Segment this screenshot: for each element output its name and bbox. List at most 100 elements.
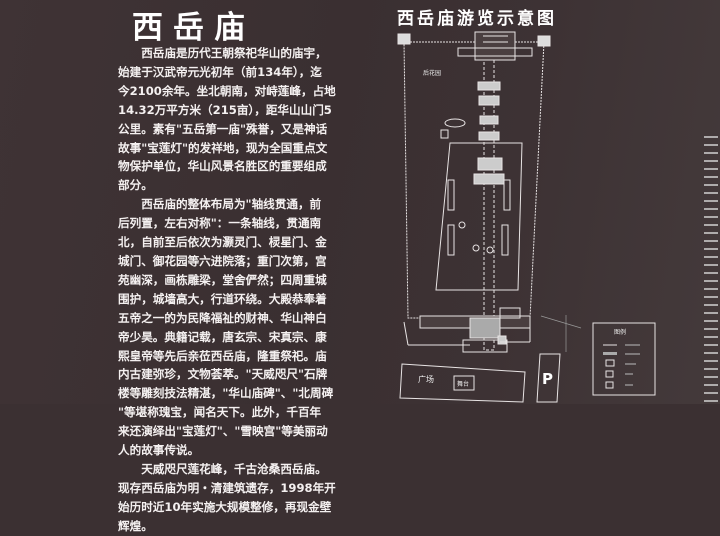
illegible-text-line — [704, 328, 718, 330]
corner-tower-ne — [537, 35, 551, 47]
text-line: "等堪称瑰宝，闻名天下。此外，千百年 — [118, 405, 322, 420]
garden-label: 后花园 — [423, 69, 441, 77]
courtyard-hall — [477, 157, 503, 171]
side-building — [447, 224, 455, 256]
illegible-text-line — [704, 224, 718, 226]
central-axis — [483, 59, 495, 351]
illegible-text-line — [704, 312, 718, 314]
illegible-text-line — [704, 184, 718, 186]
legend-entry-lines — [625, 344, 640, 386]
side-building — [447, 179, 455, 211]
illegible-text-line — [704, 192, 718, 194]
gate-marker — [497, 335, 507, 345]
text-line: 围护，城墙高大，行道环绕。大殿恭奉着 — [118, 291, 327, 306]
legend-exit-icon — [605, 381, 614, 389]
text-line: 苑幽深，画栋雕梁，堂舍俨然；四周重城 — [118, 272, 327, 287]
illegible-text-line — [704, 152, 718, 154]
illegible-text-line — [704, 272, 718, 274]
side-building — [501, 224, 509, 256]
illegible-text-line — [704, 256, 718, 258]
text-line: 始历时近10年实施大规模整修，再现金壁 — [118, 499, 332, 514]
illegible-text-line — [704, 248, 718, 250]
text-line: 五帝之一的为民降福祉的财神、华山神白 — [118, 310, 327, 325]
text-line: 后列置，左右对称"：一条轴线，贯通南 — [118, 216, 322, 231]
illegible-text-line — [704, 200, 718, 202]
illegible-text-line — [704, 368, 718, 370]
text-line: 来还演绎出"宝莲灯"、"雪映宫"等美丽动 — [118, 424, 328, 439]
side-building — [503, 179, 511, 211]
text-line: 楼等雕刻技法精湛，"华山庙碑"、"北周碑 — [118, 386, 334, 401]
inner-courtyard — [435, 142, 523, 291]
text-line: 人的故事传说。 — [118, 443, 200, 458]
temple-map: 广场 舞台 后花园 P 图例 — [397, 31, 656, 403]
illegible-text-line — [704, 160, 718, 162]
illegible-text-line — [704, 136, 718, 138]
illegible-text-line — [704, 296, 718, 298]
paragraph: 西岳庙是历代王朝祭祀华山的庙宇， 始建于汉武帝元光初年（前134年），迄今2100… — [118, 44, 358, 195]
illegible-text-line — [704, 288, 718, 290]
garden-building — [440, 129, 449, 139]
text-line: 始建于汉武帝元光初年（前134年），迄 — [118, 64, 322, 79]
courtyard-hall — [473, 173, 505, 185]
text-line: 物保护单位，华山风景名胜区的重要组成 — [118, 159, 327, 174]
text-line: 14.32万平方米（215亩），距华山山门5 — [118, 102, 332, 117]
illegible-text-line — [704, 400, 718, 402]
axis-building — [477, 81, 501, 91]
stage-label: 舞台 — [457, 380, 469, 388]
illegible-text-line — [704, 384, 718, 386]
illegible-text-line — [704, 280, 718, 282]
illegible-text-line — [704, 344, 718, 346]
garden-pond — [444, 118, 466, 128]
illegible-text-line — [704, 360, 718, 362]
illegible-text-line — [704, 264, 718, 266]
paragraph: 天威咫尺莲花峰，千古沧桑西岳庙。现存西岳庙为明・清建筑遗存，1998年开始历时近… — [118, 460, 358, 536]
text-line: 今2100余年。坐北朝南，对峙莲峰，占地 — [118, 83, 336, 98]
text-line: 北，自前至后依次为灏灵门、棂星门、金 — [118, 235, 327, 250]
illegible-text-line — [704, 352, 718, 354]
illegible-text-line — [704, 168, 718, 170]
illegible-text-line — [704, 304, 718, 306]
illegible-text-line — [704, 208, 718, 210]
parking-lot — [536, 353, 561, 403]
text-line: 部分。 — [118, 178, 153, 193]
text-line: 天威咫尺莲花峰，千古沧桑西岳庙。 — [118, 461, 327, 476]
axis-building — [478, 95, 500, 106]
illegible-text-line — [704, 240, 718, 242]
text-line: 帝少昊。典籍记载，唐玄宗、宋真宗、康 — [118, 329, 327, 344]
axis-building — [479, 115, 499, 125]
stage — [453, 375, 475, 391]
illegible-text-line — [704, 176, 718, 178]
illegible-text-line — [704, 392, 718, 394]
text-line: 熙皇帝等先后亲莅西岳庙，隆重祭祀。庙 — [118, 348, 327, 363]
pavilion — [458, 221, 466, 229]
parking-label: P — [542, 370, 553, 388]
map-title: 西岳庙游览示意图 — [397, 9, 557, 29]
plaza — [399, 363, 526, 403]
korean-text-edge — [700, 130, 720, 404]
map-legend — [592, 322, 656, 396]
legend-title: 图例 — [614, 328, 626, 336]
text-line: 城门、御花园等六进院落；重门次第，宫 — [118, 253, 327, 268]
axis-building — [478, 131, 500, 141]
front-wall-line — [403, 321, 409, 346]
text-line: 辉煌。 — [118, 518, 153, 533]
text-line: 公里。素有"五岳第一庙"殊誉，又是神话 — [118, 121, 328, 136]
legend-road-icon — [603, 352, 617, 355]
illegible-text-line — [704, 216, 718, 218]
pavilion — [472, 244, 480, 252]
text-line: 内古建弥珍，文物荟萃。"天威咫尺"石牌 — [118, 367, 328, 382]
illegible-text-line — [704, 232, 718, 234]
pavilion — [486, 246, 494, 254]
sign-board — [0, 0, 720, 404]
illegible-text-line — [704, 320, 718, 322]
main-hall-platform — [457, 47, 533, 57]
plaza-label: 广场 — [418, 374, 434, 384]
legend-building-icon — [605, 359, 615, 367]
main-hall — [474, 31, 516, 61]
text-line: 故事"宝莲灯"的发祥地，现为全国重点文 — [118, 140, 328, 155]
sign-title: 西岳庙 — [132, 10, 255, 46]
text-line: 现存西岳庙为明・清建筑遗存，1998年开 — [118, 480, 336, 495]
illegible-text-line — [704, 336, 718, 338]
gate-side-building — [499, 307, 521, 319]
text-line: 西岳庙是历代王朝祭祀华山的庙宇， — [118, 46, 327, 60]
